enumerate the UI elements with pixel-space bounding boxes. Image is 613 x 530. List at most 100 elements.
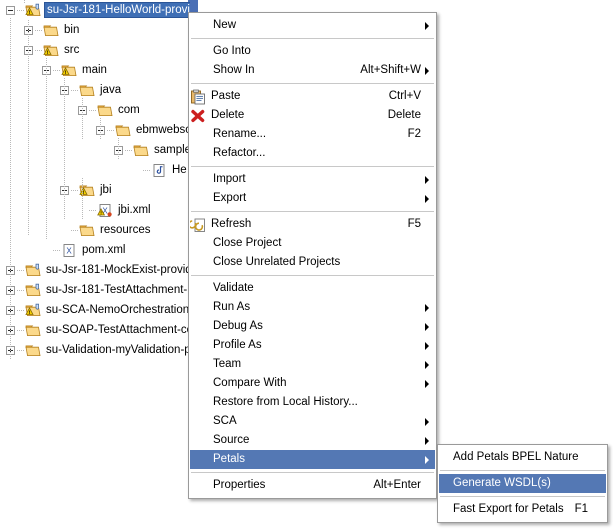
tree-guide (89, 209, 96, 211)
tree-item[interactable]: java (60, 80, 123, 100)
tree-item-label: pom.xml (82, 244, 126, 256)
tree-item[interactable]: su-SOAP-TestAttachment-con (6, 320, 190, 340)
tree-guide (71, 189, 78, 191)
menu-item-label: Show In (213, 64, 255, 76)
context-menu-item[interactable]: Show In Alt+Shift+W (190, 61, 435, 80)
context-menu-item[interactable]: Restore from Local History... (190, 393, 435, 412)
context-menu-item[interactable]: Rename...F2 (190, 125, 435, 144)
context-menu-item[interactable]: Import (190, 170, 435, 189)
menu-item-label: Close Unrelated Projects (213, 256, 341, 268)
context-menu-item[interactable]: Validate (190, 279, 435, 298)
tree-guide-line (10, 18, 11, 360)
tree-item[interactable]: main (42, 60, 109, 80)
xml-error-icon: X (97, 203, 113, 218)
tree-guide (17, 329, 24, 331)
menu-item-label: Petals (213, 453, 245, 465)
context-menu-item[interactable]: Team (190, 355, 435, 374)
submenu-arrow-icon (425, 436, 429, 445)
tree-guide-line (118, 138, 119, 160)
tree-item[interactable]: su-Jsr-181-TestAttachment-pr (6, 280, 190, 300)
context-menu-item[interactable]: Go Into (190, 42, 435, 61)
tree-item-label: su-Jsr-181-TestAttachment-pr (46, 284, 190, 296)
context-menu-item[interactable]: SCA (190, 412, 435, 431)
tree-item[interactable]: ebmwebsc (96, 120, 190, 140)
context-menu-item[interactable]: Debug As (190, 317, 435, 336)
menu-item-label: Import (213, 173, 246, 185)
tree-guide-line (82, 178, 83, 220)
menu-item-shortcut: Alt+Shift+W (360, 64, 421, 76)
context-menu-item[interactable]: Run As (190, 298, 435, 317)
folder-icon (79, 223, 95, 238)
menu-icon-slot (191, 235, 211, 252)
menu-item-label: Debug As (213, 320, 263, 332)
tree-item-label: bin (64, 24, 80, 36)
context-menu-item[interactable]: Close Unrelated Projects (190, 253, 435, 272)
submenu-item[interactable]: Add Petals BPEL Nature (439, 448, 606, 467)
folder-icon (133, 143, 149, 158)
menu-icon-slot (191, 337, 211, 354)
xml-file-icon: X (61, 243, 77, 258)
collapse-icon[interactable] (6, 5, 15, 15)
folder-icon (115, 123, 131, 138)
context-menu-item[interactable]: Refactor... (190, 144, 435, 163)
menu-separator (191, 166, 434, 167)
submenu-arrow-icon (425, 194, 429, 203)
tree-item-label: He (172, 164, 187, 176)
context-menu-item[interactable]: Close Project (190, 234, 435, 253)
tree-item-label: java (100, 84, 122, 96)
menu-item-label: New (213, 19, 237, 31)
tree-guide (17, 9, 24, 11)
context-menu-item[interactable]: Export (190, 189, 435, 208)
tree-guide-dots (24, 0, 25, 4)
tree-item[interactable]: bin (24, 20, 81, 40)
menu-item-label: Delete (211, 109, 245, 121)
tree-item[interactable]: sample (114, 140, 190, 160)
context-menu-item[interactable]: Compare With (190, 374, 435, 393)
tree-item-label: su-Jsr-181-MockExist-provide (46, 264, 190, 276)
tree-item[interactable]: He (132, 160, 189, 180)
submenu-arrow-icon (425, 322, 429, 331)
submenu-item[interactable]: Generate WSDL(s) (439, 474, 606, 493)
folder-icon (79, 83, 95, 98)
tree-item[interactable]: resources (60, 220, 153, 240)
menu-icon-slot (191, 126, 211, 143)
tree-item[interactable]: su-Jsr-181-MockExist-provide (6, 260, 190, 280)
project-warning-icon (25, 3, 41, 18)
tree-item[interactable]: src (24, 40, 81, 60)
menu-item-shortcut: F5 (407, 218, 421, 230)
menu-separator (440, 470, 605, 471)
tree-guide (107, 129, 114, 131)
tree-leaf-spacer (42, 246, 51, 255)
tree-item-label: jbi (100, 184, 112, 196)
tree-item-label: su-Validation-myValidation-pro (46, 344, 190, 356)
context-menu-item[interactable]: Petals (190, 450, 435, 469)
submenu-arrow-icon (425, 379, 429, 388)
context-menu-item[interactable]: Source (190, 431, 435, 450)
menu-icon-slot (191, 477, 211, 494)
context-menu-item[interactable]: Profile As (190, 336, 435, 355)
tree-leaf-spacer (60, 226, 69, 235)
menu-item-label: Fast Export for Petals (453, 503, 564, 515)
tree-item[interactable]: su-Jsr-181-HelloWorld-provide (6, 0, 190, 20)
context-menu-item[interactable]: New (190, 16, 435, 35)
tree-item[interactable]: com (78, 100, 142, 120)
menu-icon-slot (191, 171, 211, 188)
tree-item[interactable]: su-SCA-NemoOrchestration-pr (6, 300, 190, 320)
menu-item-label: Validate (213, 282, 254, 294)
tree-item[interactable]: su-Validation-myValidation-pro (6, 340, 190, 360)
project-warning-icon (25, 303, 41, 318)
menu-separator (191, 211, 434, 212)
menu-item-label: Paste (211, 90, 241, 102)
tree-item[interactable]: jbi (60, 180, 114, 200)
menu-item-label: Restore from Local History... (213, 396, 358, 408)
